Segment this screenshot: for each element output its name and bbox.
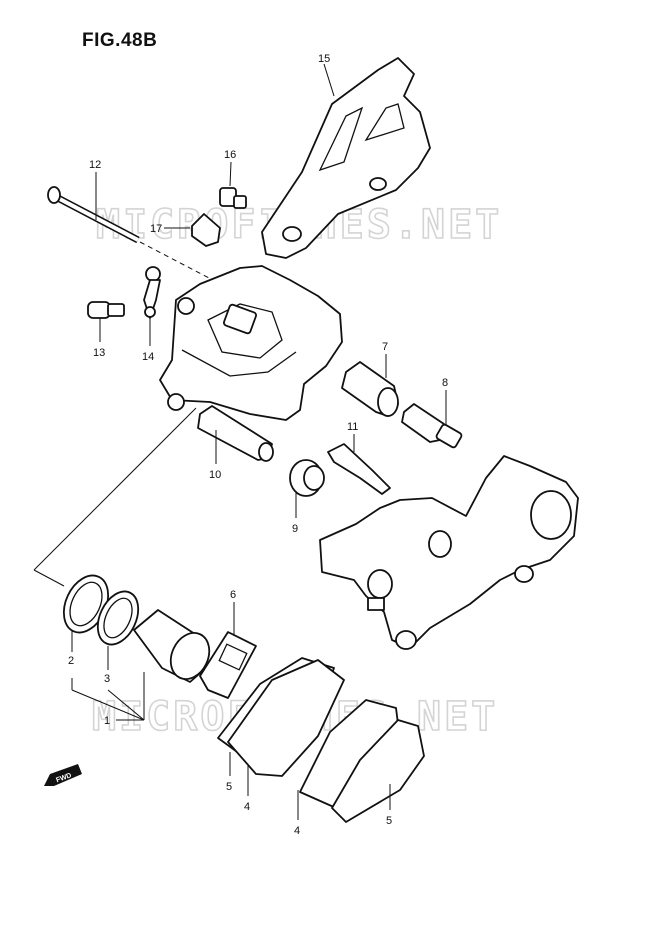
callout-1: 1 — [104, 715, 110, 727]
callout-10: 10 — [209, 469, 221, 481]
caliper-bracket — [319, 455, 579, 650]
callout-5-right: 5 — [386, 815, 392, 827]
callout-8: 8 — [442, 377, 448, 389]
part-8-bolt — [401, 403, 463, 449]
callout-6: 6 — [230, 589, 236, 601]
callout-14: 14 — [142, 351, 154, 363]
callout-11: 11 — [347, 421, 358, 433]
callout-9: 9 — [292, 523, 298, 535]
part-15-guard-plate — [261, 57, 431, 259]
part-14-clamp — [143, 266, 161, 319]
callout-15: 15 — [318, 53, 330, 65]
part-16-bolt — [219, 187, 247, 209]
part-3-piston-seal — [96, 590, 140, 646]
callout-12: 12 — [89, 159, 101, 171]
part-11-spring — [327, 443, 391, 495]
part-17-cap — [191, 213, 221, 247]
part-9-boot — [289, 459, 325, 497]
callout-16: 16 — [224, 149, 236, 161]
brake-pads — [217, 657, 425, 823]
callout-4-left: 4 — [244, 801, 250, 813]
callout-labels: 15 12 16 17 13 14 7 8 11 10 9 6 2 3 1 5 … — [68, 53, 448, 837]
callout-13: 13 — [93, 347, 105, 359]
callout-leaders — [71, 63, 447, 820]
part-10-slide-pin — [197, 405, 274, 462]
callout-17: 17 — [150, 223, 162, 235]
part-6-shim — [199, 631, 257, 699]
callout-5-left: 5 — [226, 781, 232, 793]
part-13-bleeder — [87, 301, 125, 319]
callout-2: 2 — [68, 655, 74, 667]
caliper-body — [159, 265, 343, 421]
part-2-dust-seal — [62, 574, 110, 634]
part-1-piston — [133, 609, 211, 683]
callout-4-right: 4 — [294, 825, 300, 837]
part-7-sleeve — [341, 361, 399, 417]
assembly-leader — [33, 407, 197, 587]
fwd-marker: FWD — [44, 764, 82, 786]
figure-title: FIG.48B — [82, 30, 158, 51]
callout-3: 3 — [104, 673, 110, 685]
callout-7: 7 — [382, 341, 388, 353]
